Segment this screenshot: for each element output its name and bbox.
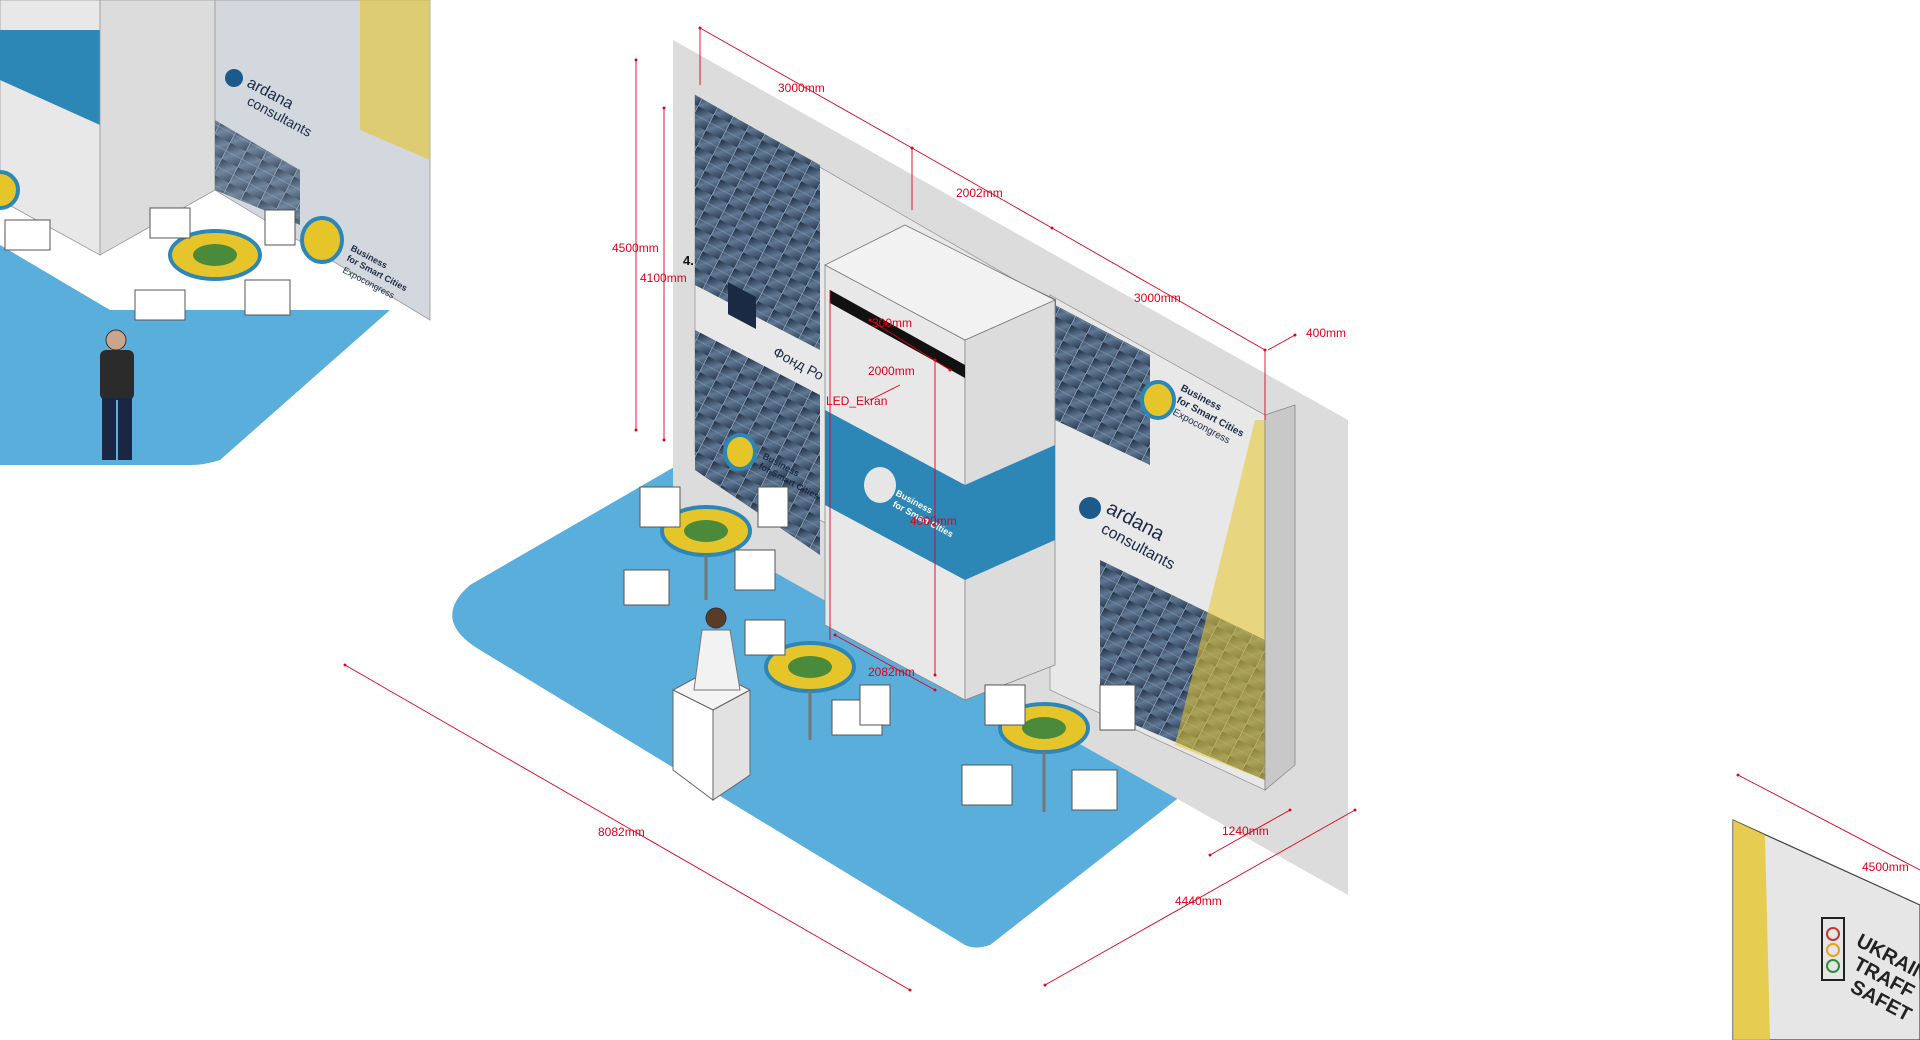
marker-4: 4. [683, 253, 694, 268]
male-visitor-figure [100, 329, 134, 460]
dim-3000-right: 3000mm [1134, 291, 1181, 305]
left-booth-blue-banner [0, 30, 100, 125]
led-screen-label: LED_Ekran [826, 394, 887, 408]
yellow-light-beam [1175, 420, 1265, 780]
right-partial-booth: UKRAIN TRAFF SAFET [1732, 819, 1920, 1040]
dim-1240: 1240mm [1222, 824, 1269, 838]
main-booth: Business for Smart Cities Expocongress B… [452, 40, 1348, 948]
dim-8082: 8082mm [598, 825, 645, 839]
dimension-lines [343, 26, 1920, 992]
tower-blue-band [825, 410, 965, 580]
tower-logo-circle [864, 467, 896, 503]
traffic-light-icon [1821, 917, 1845, 981]
dim-400: 400mm [1306, 326, 1346, 340]
table-1 [660, 505, 752, 600]
a-logo [728, 282, 756, 329]
dim-3000-top: 3000mm [778, 81, 825, 95]
dim-2000: 2000mm [868, 364, 915, 378]
dim-4000: 4000mm [910, 514, 957, 528]
dim-2082: 2082mm [868, 665, 915, 679]
left-booth-floor [0, 245, 390, 465]
dim-4500: 4500mm [612, 241, 659, 255]
dim-4500-right: 4500mm [1862, 860, 1909, 874]
left-booth-logo-circle [300, 216, 344, 264]
dim-4440: 4440mm [1175, 894, 1222, 908]
side-wall [1264, 404, 1296, 791]
dimension-labels: 3000mm 2002mm 3000mm 400mm 4500mm 4100mm… [598, 81, 1909, 908]
dim-4100: 4100mm [640, 271, 687, 285]
dim-300: 300mm [872, 316, 912, 330]
dim-2002: 2002mm [956, 186, 1003, 200]
left-partial-booth: ardana consultants Business for Smart Ci… [0, 0, 431, 465]
left-booth-chairs [4, 207, 296, 321]
central-tower-top [824, 224, 1056, 341]
